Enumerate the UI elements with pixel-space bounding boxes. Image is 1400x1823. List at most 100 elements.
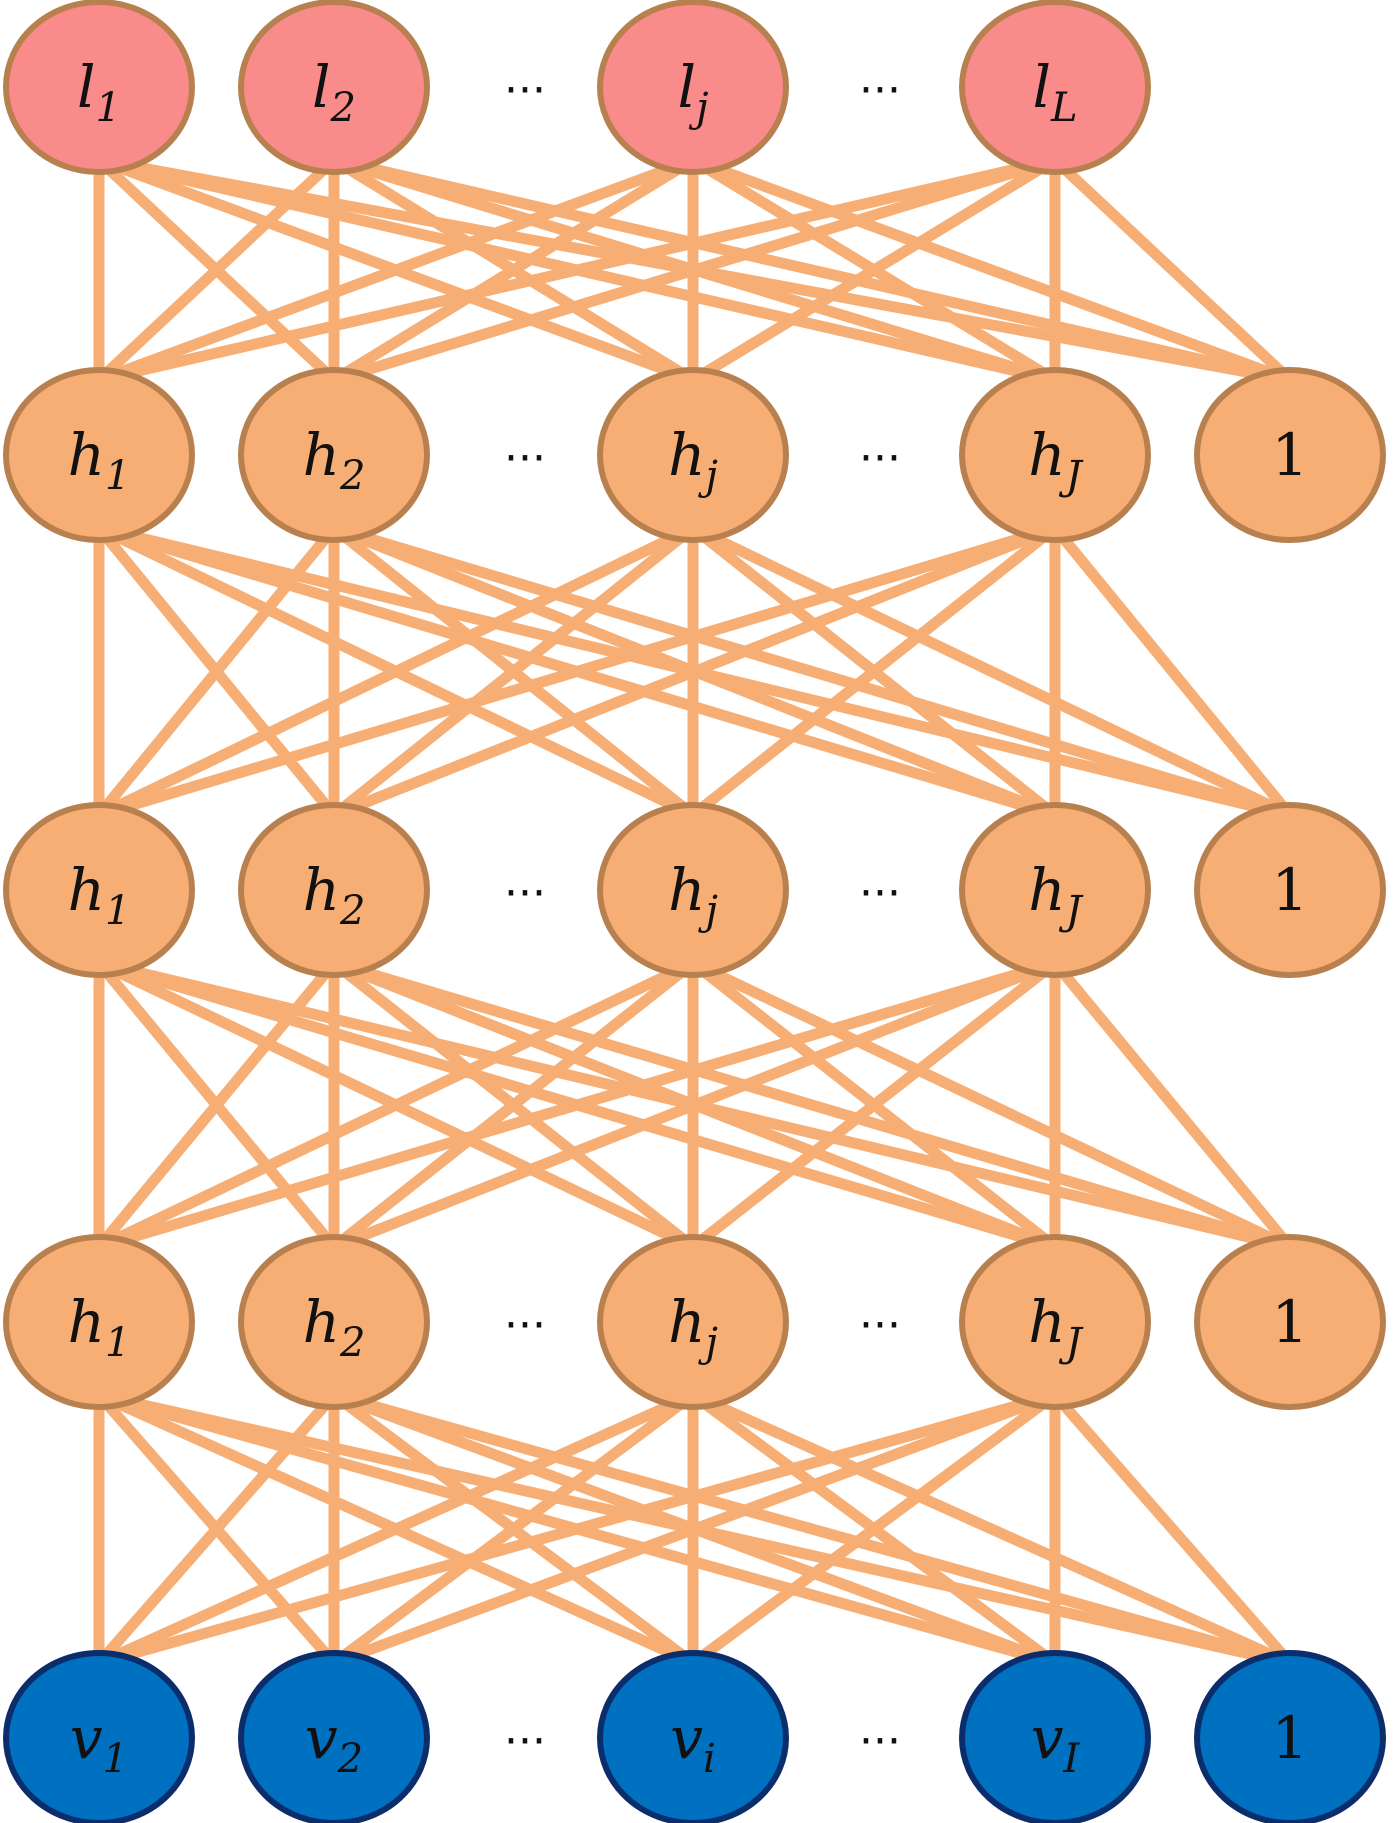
visible-node-I: vI xyxy=(959,1650,1151,1823)
ellipsis-text: ··· xyxy=(504,868,546,919)
connection-line xyxy=(97,522,1057,821)
visible-node-i: vi xyxy=(597,1650,789,1823)
connection-line xyxy=(1050,959,1295,1251)
connection-line xyxy=(1050,1391,1295,1667)
hidden-3-node-J: hJ xyxy=(959,367,1151,543)
node-label: v1 xyxy=(70,1704,128,1782)
node-ellipse xyxy=(1194,1650,1386,1823)
ellipsis-text: ··· xyxy=(504,65,546,116)
connection-line xyxy=(332,957,1292,1253)
node-ellipse xyxy=(597,1234,789,1410)
node-label: hj xyxy=(668,856,718,934)
node-ellipse xyxy=(1194,367,1386,543)
node-ellipse xyxy=(1194,1234,1386,1410)
hidden-1-bias-node: 1 xyxy=(1194,1234,1386,1410)
node-ellipse xyxy=(597,367,789,543)
node-label: h2 xyxy=(303,856,366,934)
node-label: h2 xyxy=(303,1288,366,1366)
connection-line xyxy=(97,1389,1057,1669)
hidden-2-node-J: hJ xyxy=(959,802,1151,978)
connection-line xyxy=(94,959,339,1251)
hidden-3-node-j: hj xyxy=(597,367,789,543)
hidden-2-node-j: hj xyxy=(597,802,789,978)
connection-line xyxy=(690,1389,1293,1669)
node-ellipse xyxy=(238,367,430,543)
connection-line xyxy=(1051,155,1294,385)
connection-line xyxy=(96,1389,696,1669)
connection-line xyxy=(689,1390,1059,1668)
connection-line xyxy=(332,154,1292,386)
node-ellipse xyxy=(597,802,789,978)
node-ellipse xyxy=(597,0,789,175)
ellipsis-text: ··· xyxy=(504,433,546,484)
node-ellipse xyxy=(959,0,1151,175)
connection-line xyxy=(332,1389,1292,1669)
connection-line xyxy=(332,1389,1057,1669)
connection-line xyxy=(689,523,1059,820)
hidden-1-node-j: hj xyxy=(597,1234,789,1410)
hidden-2-bias-node: 1 xyxy=(1194,802,1386,978)
hidden-3-node-2: h2 xyxy=(238,367,430,543)
connection-line xyxy=(94,1391,339,1667)
ellipsis-text: ··· xyxy=(859,433,901,484)
visible-node-1: v1 xyxy=(3,1650,195,1823)
connection-line xyxy=(96,523,696,820)
hidden-2-node-1: h1 xyxy=(3,802,195,978)
ellipsis-text: ··· xyxy=(504,1300,546,1351)
node-ellipse xyxy=(3,1650,195,1823)
connection-line xyxy=(331,155,696,385)
node-label: hj xyxy=(668,1288,718,1366)
visible-bias-node: 1 xyxy=(1194,1650,1386,1823)
connection-line xyxy=(690,958,1293,1252)
label-node-j: lj xyxy=(597,0,789,175)
hidden-1-node-J: hJ xyxy=(959,1234,1151,1410)
node-ellipse xyxy=(959,367,1151,543)
node-ellipse xyxy=(238,0,430,175)
node-ellipse xyxy=(238,1234,430,1410)
node-ellipse xyxy=(238,802,430,978)
node-label: vI xyxy=(1031,1704,1081,1782)
node-ellipse xyxy=(959,1650,1151,1823)
hidden-3-bias-node: 1 xyxy=(1194,367,1386,543)
node-ellipse xyxy=(1194,802,1386,978)
connection-line xyxy=(97,957,1057,1253)
connection-line xyxy=(332,154,1057,386)
node-label: l2 xyxy=(312,53,356,131)
connection-lines xyxy=(93,154,1295,1669)
node-label: 1 xyxy=(1272,1288,1309,1356)
hidden-1-node-2: h2 xyxy=(238,1234,430,1410)
node-label: h1 xyxy=(68,421,131,499)
connection-line xyxy=(95,155,338,385)
label-node-1: l1 xyxy=(3,0,195,175)
connection-line xyxy=(331,957,1058,1253)
connection-line xyxy=(691,154,1292,386)
node-ellipse xyxy=(597,1650,789,1823)
connection-line xyxy=(330,1390,697,1668)
hidden-1-node-1: h1 xyxy=(3,1234,195,1410)
node-label: h2 xyxy=(303,421,366,499)
connection-line xyxy=(330,958,697,1252)
node-label: lL xyxy=(1032,53,1077,131)
ellipsis-text: ··· xyxy=(504,1716,546,1767)
ellipsis-text: ··· xyxy=(859,65,901,116)
node-label: h1 xyxy=(68,1288,131,1366)
node-ellipse xyxy=(238,1650,430,1823)
node-label: l1 xyxy=(77,53,121,131)
node-label: vi xyxy=(670,1704,716,1782)
node-label: 1 xyxy=(1272,1704,1309,1772)
node-label: hJ xyxy=(1028,1288,1083,1366)
label-node-L: lL xyxy=(959,0,1151,175)
node-label: h1 xyxy=(68,856,131,934)
connection-line xyxy=(97,154,1057,386)
ellipsis-text: ··· xyxy=(859,1300,901,1351)
node-label: hJ xyxy=(1028,856,1083,934)
node-ellipse xyxy=(959,802,1151,978)
connection-line xyxy=(331,522,1058,821)
node-ellipse xyxy=(3,367,195,543)
node-label: hj xyxy=(668,421,718,499)
node-ellipse xyxy=(3,802,195,978)
hidden-3-node-1: h1 xyxy=(3,367,195,543)
node-label: v2 xyxy=(305,1704,363,1782)
node-label: lj xyxy=(678,53,709,131)
